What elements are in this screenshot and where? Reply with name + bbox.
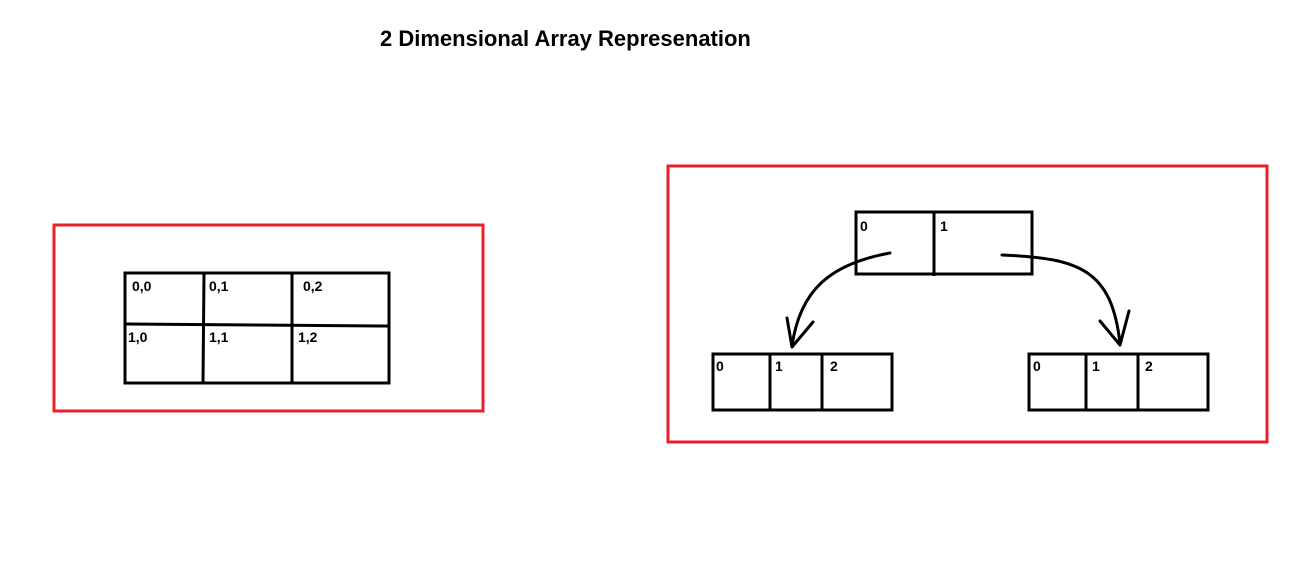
grid-cell-0-0: 0,0 (132, 278, 152, 294)
sub-array-left-cell-1: 1 (775, 358, 783, 374)
top-array-cell-1: 1 (940, 218, 948, 234)
sub-array-right-cell-0: 0 (1033, 358, 1041, 374)
left-frame (52, 223, 485, 413)
arrow-to-right-subarray (1000, 253, 1122, 346)
sub-array-right-cell-2: 2 (1145, 358, 1153, 374)
sub-array-right-cell-1: 1 (1092, 358, 1100, 374)
sub-array-left-cell-0: 0 (716, 358, 724, 374)
grid-cell-0-1: 0,1 (209, 278, 229, 294)
sub-array-left (711, 352, 894, 412)
sub-array-left-cell-2: 2 (830, 358, 838, 374)
arrowhead-left (785, 316, 815, 349)
grid-cell-1-0: 1,0 (128, 329, 148, 345)
arrowhead-right (1098, 309, 1131, 347)
right-frame (666, 164, 1269, 444)
arrow-to-left-subarray (790, 251, 892, 348)
diagram-title: 2 Dimensional Array Represenation (380, 26, 751, 51)
grid-cell-0-2: 0,2 (303, 278, 323, 294)
grid-cell-1-2: 1,2 (298, 329, 318, 345)
top-array (854, 210, 1034, 276)
grid-2d (123, 271, 391, 385)
top-array-cell-0: 0 (860, 218, 868, 234)
grid-cell-1-1: 1,1 (209, 329, 229, 345)
sub-array-right (1027, 352, 1210, 412)
